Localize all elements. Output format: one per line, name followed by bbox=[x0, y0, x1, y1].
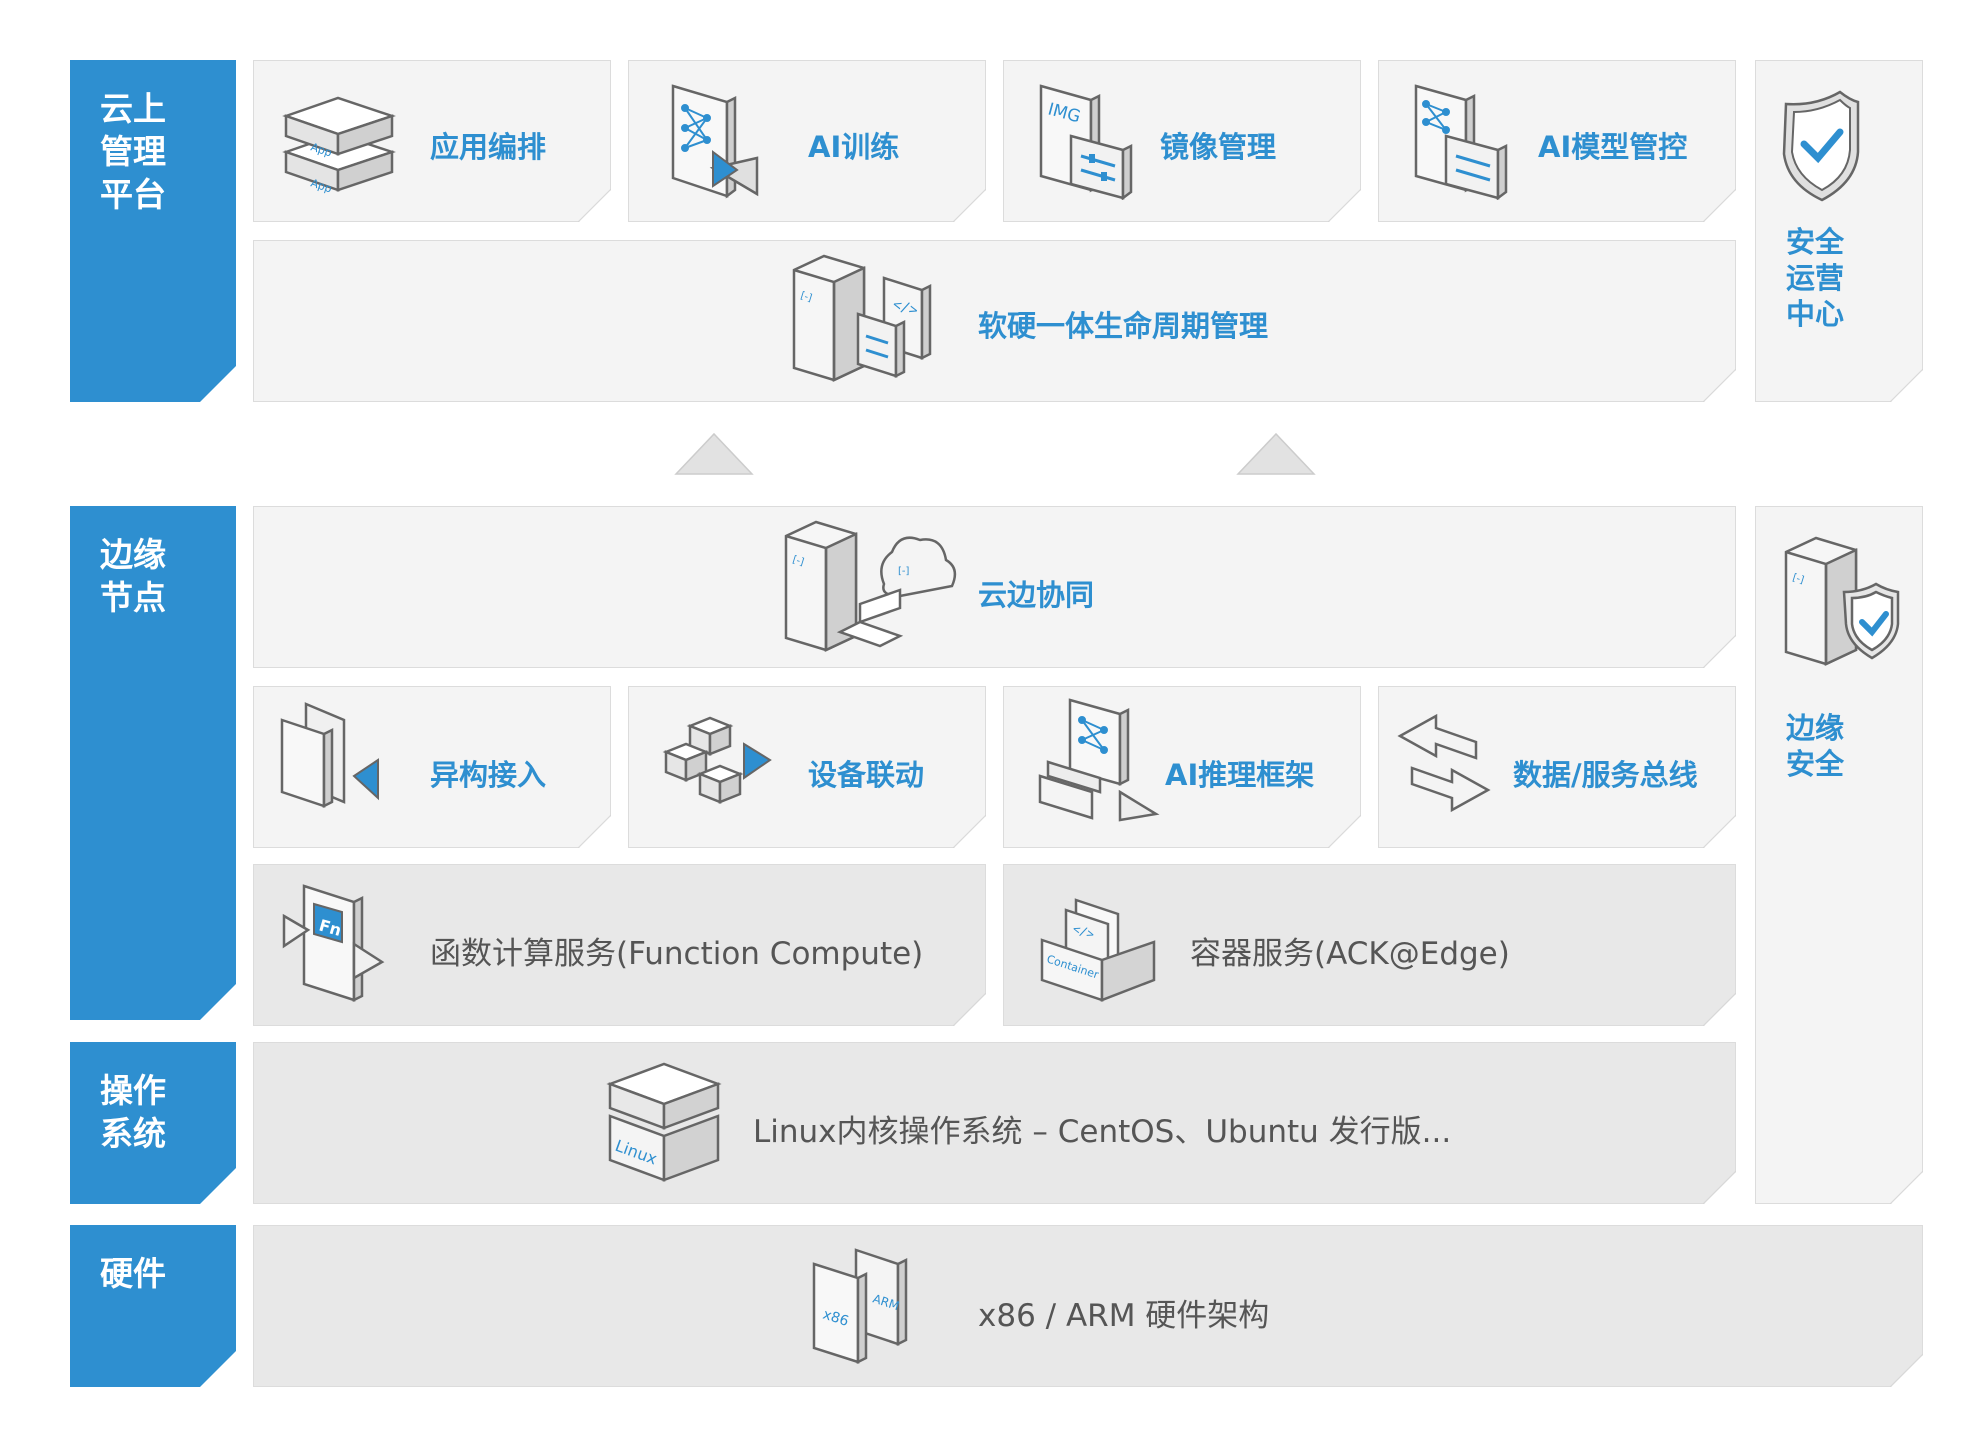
svg-text:App: App bbox=[309, 176, 333, 195]
security-center-text: 安全 bbox=[1786, 225, 1845, 259]
ai-model-control-icon bbox=[1414, 84, 1508, 200]
cloud-item-label: 应用编排 bbox=[430, 130, 547, 164]
edge-item-label: 数据/服务总线 bbox=[1513, 758, 1698, 792]
edge-security-text: 安全 bbox=[1786, 747, 1845, 781]
cloud-item-label: AI训练 bbox=[808, 130, 900, 164]
layer-label-text: 操作 bbox=[100, 1071, 166, 1110]
svg-text:</>: </> bbox=[1071, 922, 1096, 942]
function-compute-label: 函数计算服务(Function Compute) bbox=[430, 936, 924, 972]
linux-cube-icon: Linux bbox=[606, 1062, 722, 1182]
layer-label-text: 边缘 bbox=[100, 535, 166, 574]
layer-label-cloud: 云上 管理 平台 bbox=[70, 60, 236, 402]
server-shield-icon: [-] bbox=[1784, 536, 1900, 666]
hardware-label: x86 / ARM 硬件架构 bbox=[978, 1298, 1270, 1334]
layer-label-os: 操作 系统 bbox=[70, 1042, 236, 1204]
device-linkage-icon bbox=[662, 716, 772, 804]
layer-label-edge: 边缘 节点 bbox=[70, 506, 236, 1020]
data-bus-icon bbox=[1397, 713, 1491, 813]
os-row-box bbox=[253, 1042, 1736, 1204]
edge-item-label: 设备联动 bbox=[808, 758, 925, 792]
svg-text:[-]: [-] bbox=[791, 554, 805, 568]
function-compute-icon: Fn bbox=[282, 884, 385, 1003]
svg-text:[-]: [-] bbox=[799, 290, 813, 304]
layer-label-text: 平台 bbox=[100, 175, 166, 214]
os-label: Linux内核操作系统 – CentOS、Ubuntu 发行版... bbox=[753, 1114, 1452, 1150]
shield-check-icon bbox=[1782, 90, 1860, 202]
security-center-label: 安全 运营 中心 bbox=[1786, 224, 1844, 332]
cloud-item-label: 镜像管理 bbox=[1160, 130, 1277, 164]
up-arrow-icon bbox=[1236, 432, 1316, 475]
layer-label-hardware: 硬件 bbox=[70, 1225, 236, 1387]
ai-training-icon bbox=[671, 84, 759, 199]
svg-text:[-]: [-] bbox=[1791, 572, 1805, 586]
svg-text:[-]: [-] bbox=[898, 566, 910, 577]
app-stack-icon: App App bbox=[282, 96, 396, 195]
lifecycle-management-box bbox=[253, 240, 1736, 402]
cloud-edge-label: 云边协同 bbox=[978, 578, 1095, 612]
svg-text:</>: </> bbox=[891, 297, 920, 320]
ai-inference-icon bbox=[1038, 698, 1160, 822]
svg-text:x86: x86 bbox=[821, 1307, 851, 1330]
layer-label-text: 云上 bbox=[100, 89, 166, 128]
cloud-edge-sync-icon: [-] [-] bbox=[784, 520, 957, 652]
hardware-boards-icon: x86 ARM bbox=[812, 1248, 908, 1365]
edge-security-text: 边缘 bbox=[1786, 711, 1845, 745]
heterogeneous-access-icon bbox=[280, 702, 379, 808]
cloud-edge-sync-box bbox=[253, 506, 1736, 668]
image-management-icon: IMG bbox=[1039, 84, 1133, 200]
layer-label-text: 管理 bbox=[100, 132, 166, 171]
svg-text:App: App bbox=[309, 140, 333, 159]
layer-label-text: 系统 bbox=[100, 1114, 166, 1153]
container-service-label: 容器服务(ACK@Edge) bbox=[1190, 936, 1510, 972]
hardware-row-box bbox=[253, 1225, 1923, 1387]
security-center-text: 中心 bbox=[1786, 297, 1845, 331]
container-icon: </> Container bbox=[1040, 898, 1156, 1002]
layer-label-text: 硬件 bbox=[100, 1254, 166, 1293]
edge-item-label: 异构接入 bbox=[430, 758, 547, 792]
layer-label-text: 节点 bbox=[100, 578, 166, 617]
security-center-text: 运营 bbox=[1786, 261, 1845, 295]
edge-security-label: 边缘 安全 bbox=[1786, 710, 1844, 782]
lifecycle-server-icon: </> [-] bbox=[792, 254, 932, 382]
lifecycle-label: 软硬一体生命周期管理 bbox=[978, 309, 1269, 343]
up-arrow-icon bbox=[674, 432, 754, 475]
function-compute-box bbox=[253, 864, 986, 1026]
cloud-item-label: AI模型管控 bbox=[1538, 130, 1688, 164]
edge-item-label: AI推理框架 bbox=[1165, 758, 1315, 792]
